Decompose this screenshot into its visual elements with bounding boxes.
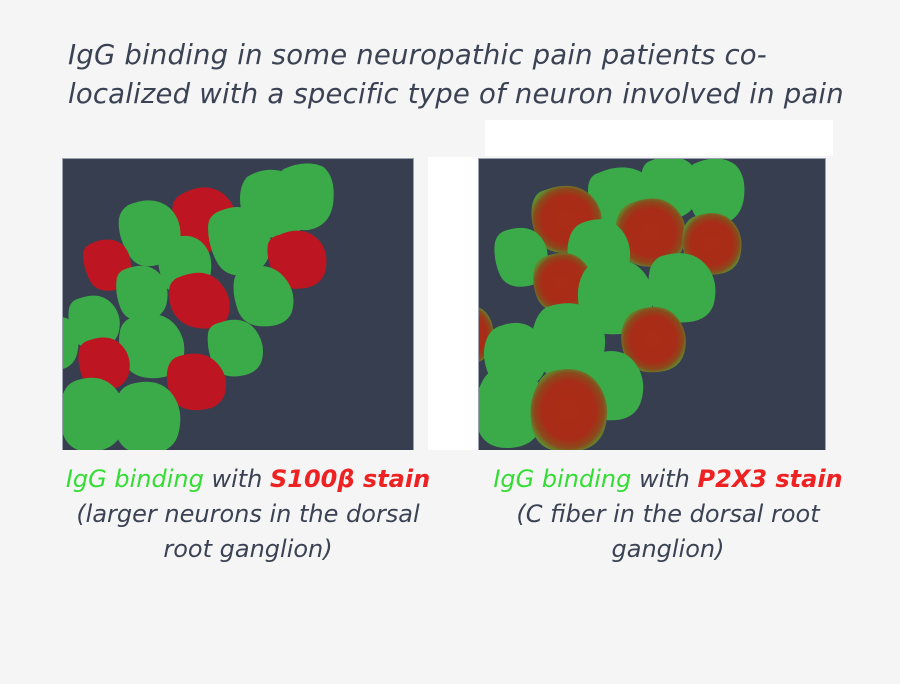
cell-coloc <box>621 306 686 373</box>
cell-green <box>233 265 294 327</box>
cell-green <box>113 381 181 450</box>
caption-left-with-text: with <box>203 465 263 493</box>
caption-left: IgG binding with S100β stain (larger neu… <box>58 462 438 567</box>
caption-right-rest-text: (C fiber in the dorsal root ganglion) <box>516 500 820 563</box>
micrograph-left-svg <box>63 159 413 450</box>
neuron-cells-right <box>479 159 745 450</box>
cell-green <box>648 253 716 323</box>
caption-right: IgG binding with P2X3 stain (C fiber in … <box>478 462 858 567</box>
cell-green <box>479 367 546 449</box>
cell-coloc <box>615 198 686 267</box>
white-block-center-gap <box>428 157 478 450</box>
caption-left-red-text: S100β stain <box>270 465 431 493</box>
micrograph-panel-left <box>62 158 414 450</box>
caption-right-red-text: P2X3 stain <box>697 465 843 493</box>
caption-right-with-text: with <box>631 465 690 493</box>
cell-green <box>116 265 168 321</box>
cell-green <box>207 319 263 377</box>
cell-coloc <box>530 369 608 450</box>
cell-green-cutoff-left <box>63 317 79 369</box>
white-block-top-right <box>485 120 833 156</box>
cell-green <box>68 295 120 349</box>
cell-red <box>78 337 130 391</box>
micrograph-panel-right <box>478 158 826 450</box>
cell-green <box>277 163 334 231</box>
cell-coloc <box>533 252 593 313</box>
caption-left-green-text: IgG binding <box>65 465 204 493</box>
cell-green <box>687 159 745 226</box>
cell-red <box>166 353 227 411</box>
page-title: IgG binding in some neuropathic pain pat… <box>68 39 844 110</box>
cell-green <box>208 206 271 276</box>
cell-green <box>63 377 125 450</box>
caption-right-green-text: IgG binding <box>493 465 632 493</box>
cell-green <box>119 314 185 379</box>
neuron-cells-left <box>63 163 334 450</box>
cell-red <box>168 272 230 329</box>
cell-red <box>267 230 327 289</box>
micrograph-right-svg <box>479 159 825 450</box>
caption-left-rest-text: (larger neurons in the dorsal root gangl… <box>76 500 420 563</box>
